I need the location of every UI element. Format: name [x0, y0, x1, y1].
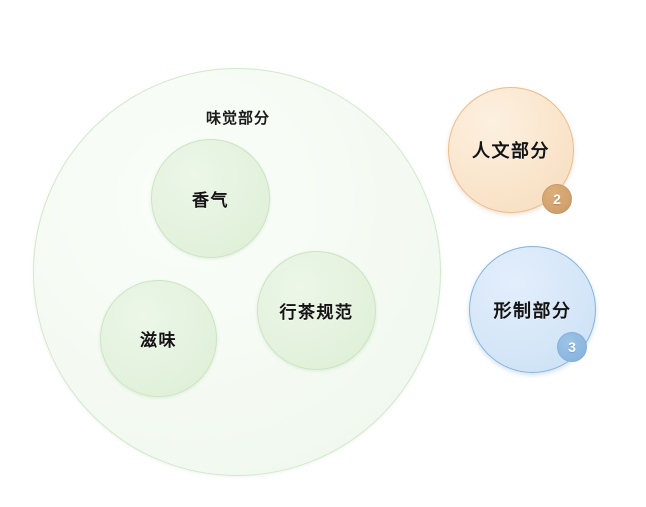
node-circle-humanities[interactable]: 人文部分	[448, 87, 574, 213]
badge-humanities-text: 2	[553, 191, 561, 207]
badge-form-text: 3	[568, 339, 576, 355]
node-label-aroma: 香气	[192, 191, 229, 210]
badge-humanities[interactable]: 2	[542, 184, 572, 214]
group-circle-taste[interactable]: 味觉部分	[33, 68, 441, 476]
group-label-taste: 味觉部分	[205, 110, 270, 127]
node-label-tea-procedure: 行茶规范	[279, 303, 354, 322]
node-label-form: 形制部分	[493, 300, 572, 321]
node-circle-aroma[interactable]: 香气	[151, 139, 270, 258]
node-circle-flavor[interactable]: 滋味	[100, 280, 217, 397]
badge-form[interactable]: 3	[557, 332, 587, 362]
node-label-humanities: 人文部分	[472, 141, 550, 161]
node-circle-tea-procedure[interactable]: 行茶规范	[257, 251, 376, 370]
node-label-flavor: 滋味	[140, 331, 177, 350]
